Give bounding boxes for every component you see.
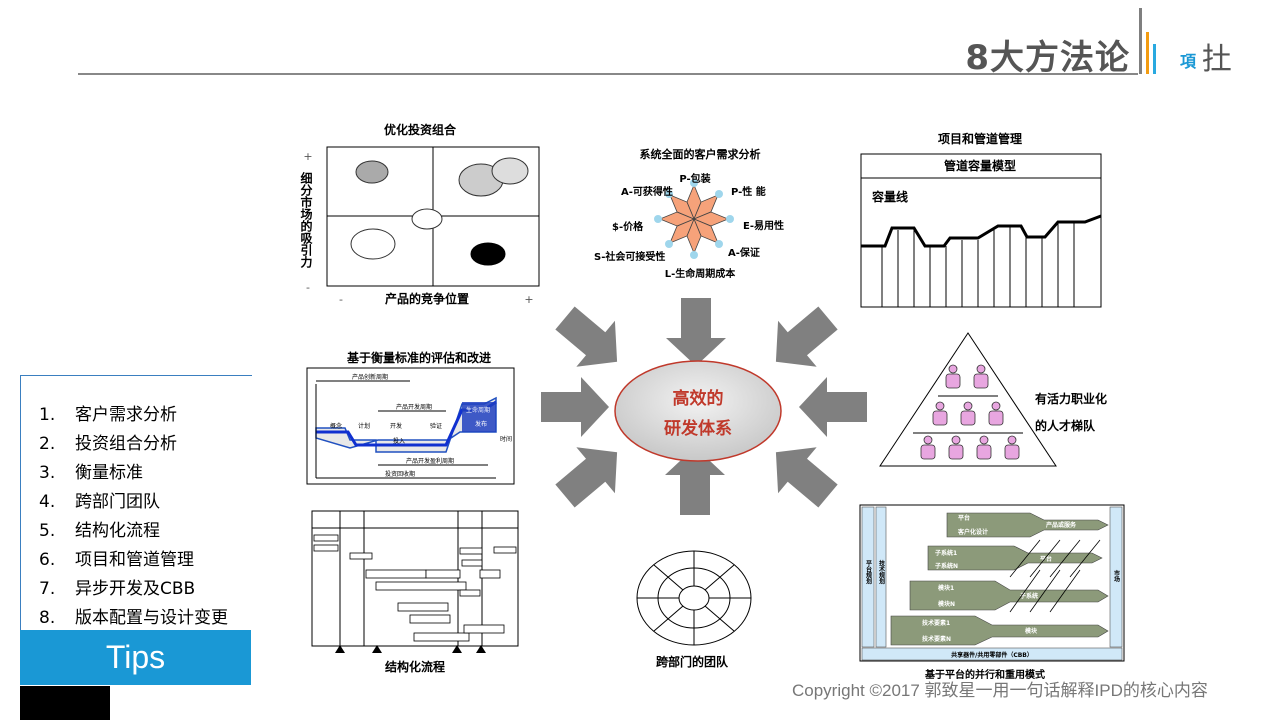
talent-pyramid: 有活力职业化 的人才梯队 <box>879 332 1107 467</box>
customer-title: 系统全面的客户需求分析 <box>640 147 761 161</box>
svg-text:技术规划: 技术规划 <box>878 559 885 585</box>
career-line1: 有活力职业化 <box>1035 391 1107 406</box>
portfolio-ylabel: 细分市场的吸引力 <box>299 171 313 269</box>
list-item: 8.版本配置与设计变更 <box>39 608 228 628</box>
career-line2: 的人才梯队 <box>1035 418 1096 433</box>
svg-text:子系统: 子系统 <box>1020 592 1038 600</box>
list-item: 5.结构化流程 <box>39 521 160 541</box>
center-line1: 高效的 <box>673 388 724 409</box>
list-item: 1.客户需求分析 <box>39 405 177 425</box>
center-line2: 研发体系 <box>664 418 732 439</box>
copyright-text: Copyright ©2017 郭致星一用一句话解释IPD的核心内容 <box>792 681 1208 700</box>
portfolio-title: 优化投资组合 <box>384 122 457 137</box>
svg-text:客户化设计: 客户化设计 <box>957 528 988 536</box>
metrics-chart: 基于衡量标准的评估和改进 产品创新周期 产品开发周期 概念 计划 开发 验证 发… <box>306 350 515 485</box>
svg-text:子系统1: 子系统1 <box>935 549 957 557</box>
y-plus: + <box>303 150 312 163</box>
svg-text:子系统N: 子系统N <box>935 562 958 570</box>
title-divider <box>78 73 1138 75</box>
svg-text:生命周期: 生命周期 <box>466 406 490 414</box>
label-lifecycle-cost: L-生命周期成本 <box>665 267 737 280</box>
methods-list: 1.客户需求分析 2.投资组合分析 3.衡量标准 4.跨部门团队 5.结构化流程… <box>20 375 252 632</box>
list-item: 6.项目和管道管理 <box>39 550 194 570</box>
svg-text:平台: 平台 <box>1040 555 1052 563</box>
platform-model: 平台规划 技术规划 市场 共享器件/共用零部件（CBB） 平台 产品或服务 客户… <box>859 504 1125 681</box>
svg-text:模块N: 模块N <box>938 600 955 608</box>
svg-text:开发: 开发 <box>390 422 402 430</box>
x-plus: + <box>524 293 533 306</box>
svg-text:验证: 验证 <box>430 422 442 430</box>
svg-text:共享器件/共用零部件（CBB）: 共享器件/共用零部件（CBB） <box>951 651 1033 659</box>
label-packaging: P-包装 <box>679 172 710 185</box>
svg-text:发布: 发布 <box>475 420 487 428</box>
list-item: 4.跨部门团队 <box>39 492 160 512</box>
svg-text:平台规划: 平台规划 <box>865 560 872 585</box>
portfolio-xlabel: 产品的竞争位置 <box>385 291 469 306</box>
list-item: 7.异步开发及CBB <box>39 579 196 599</box>
pipeline-title: 项目和管道管理 <box>938 131 1022 146</box>
y-minus: - <box>306 281 310 294</box>
list-item: 2.投资组合分析 <box>39 434 177 454</box>
svg-text:模块: 模块 <box>1025 627 1038 635</box>
label-performance: P-性 能 <box>731 185 766 198</box>
svg-text:产品开发盈利周期: 产品开发盈利周期 <box>406 457 454 465</box>
label-price: $-价格 <box>612 220 644 233</box>
svg-text:模块1: 模块1 <box>938 584 954 592</box>
customer-needs-star: 系统全面的客户需求分析 P-包装 P-性 能 E-易用性 A-保证 L-生命周期… <box>594 147 784 280</box>
pipeline-box-title: 管道容量模型 <box>944 158 1016 173</box>
svg-text:市场: 市场 <box>1113 569 1120 583</box>
svg-text:概念: 概念 <box>330 422 342 430</box>
platform-title: 基于平台的并行和重用模式 <box>924 668 1045 681</box>
x-minus: - <box>339 293 343 306</box>
label-ease-of-use: E-易用性 <box>743 219 784 232</box>
team-title: 跨部门的团队 <box>656 654 729 669</box>
metrics-title: 基于衡量标准的评估和改进 <box>346 350 491 365</box>
svg-text:投入: 投入 <box>393 437 405 445</box>
pipeline-model: 项目和管道管理 管道容量模型 容量线 <box>860 131 1102 308</box>
person-icons <box>920 364 1020 460</box>
capacity-label: 容量线 <box>871 189 908 204</box>
tips-banner: Tips <box>20 630 251 685</box>
svg-text:技术要素1: 技术要素1 <box>922 619 950 627</box>
structured-process: 结构化流程 <box>311 510 519 674</box>
structured-title: 结构化流程 <box>385 659 445 674</box>
slide-title: 8大方法论 <box>965 38 1130 78</box>
svg-text:技术要素N: 技术要素N <box>922 635 951 643</box>
svg-text:投资回收期: 投资回收期 <box>385 470 415 478</box>
footer-block <box>20 686 110 720</box>
svg-text:产品开发周期: 产品开发周期 <box>396 403 432 411</box>
inward-arrows <box>541 298 867 515</box>
logo: 項 扗 <box>1136 8 1246 78</box>
svg-text:产品或服务: 产品或服务 <box>1046 521 1077 529</box>
svg-text:计划: 计划 <box>358 422 370 430</box>
label-assurance: A-保证 <box>728 246 760 259</box>
label-social-acceptance: S-社会可接受性 <box>594 250 665 263</box>
center-ellipse <box>614 360 782 462</box>
svg-text:平台: 平台 <box>958 514 970 522</box>
label-availability: A-可获得性 <box>621 185 673 198</box>
team-diagram: 跨部门的团队 <box>636 550 752 669</box>
svg-text:时间: 时间 <box>500 435 512 443</box>
portfolio-matrix: 优化投资组合 + - - + 产品的竞争位置 细分市场的吸引力 <box>299 122 540 306</box>
list-item: 3.衡量标准 <box>39 463 143 483</box>
svg-text:产品创新周期: 产品创新周期 <box>352 373 388 381</box>
